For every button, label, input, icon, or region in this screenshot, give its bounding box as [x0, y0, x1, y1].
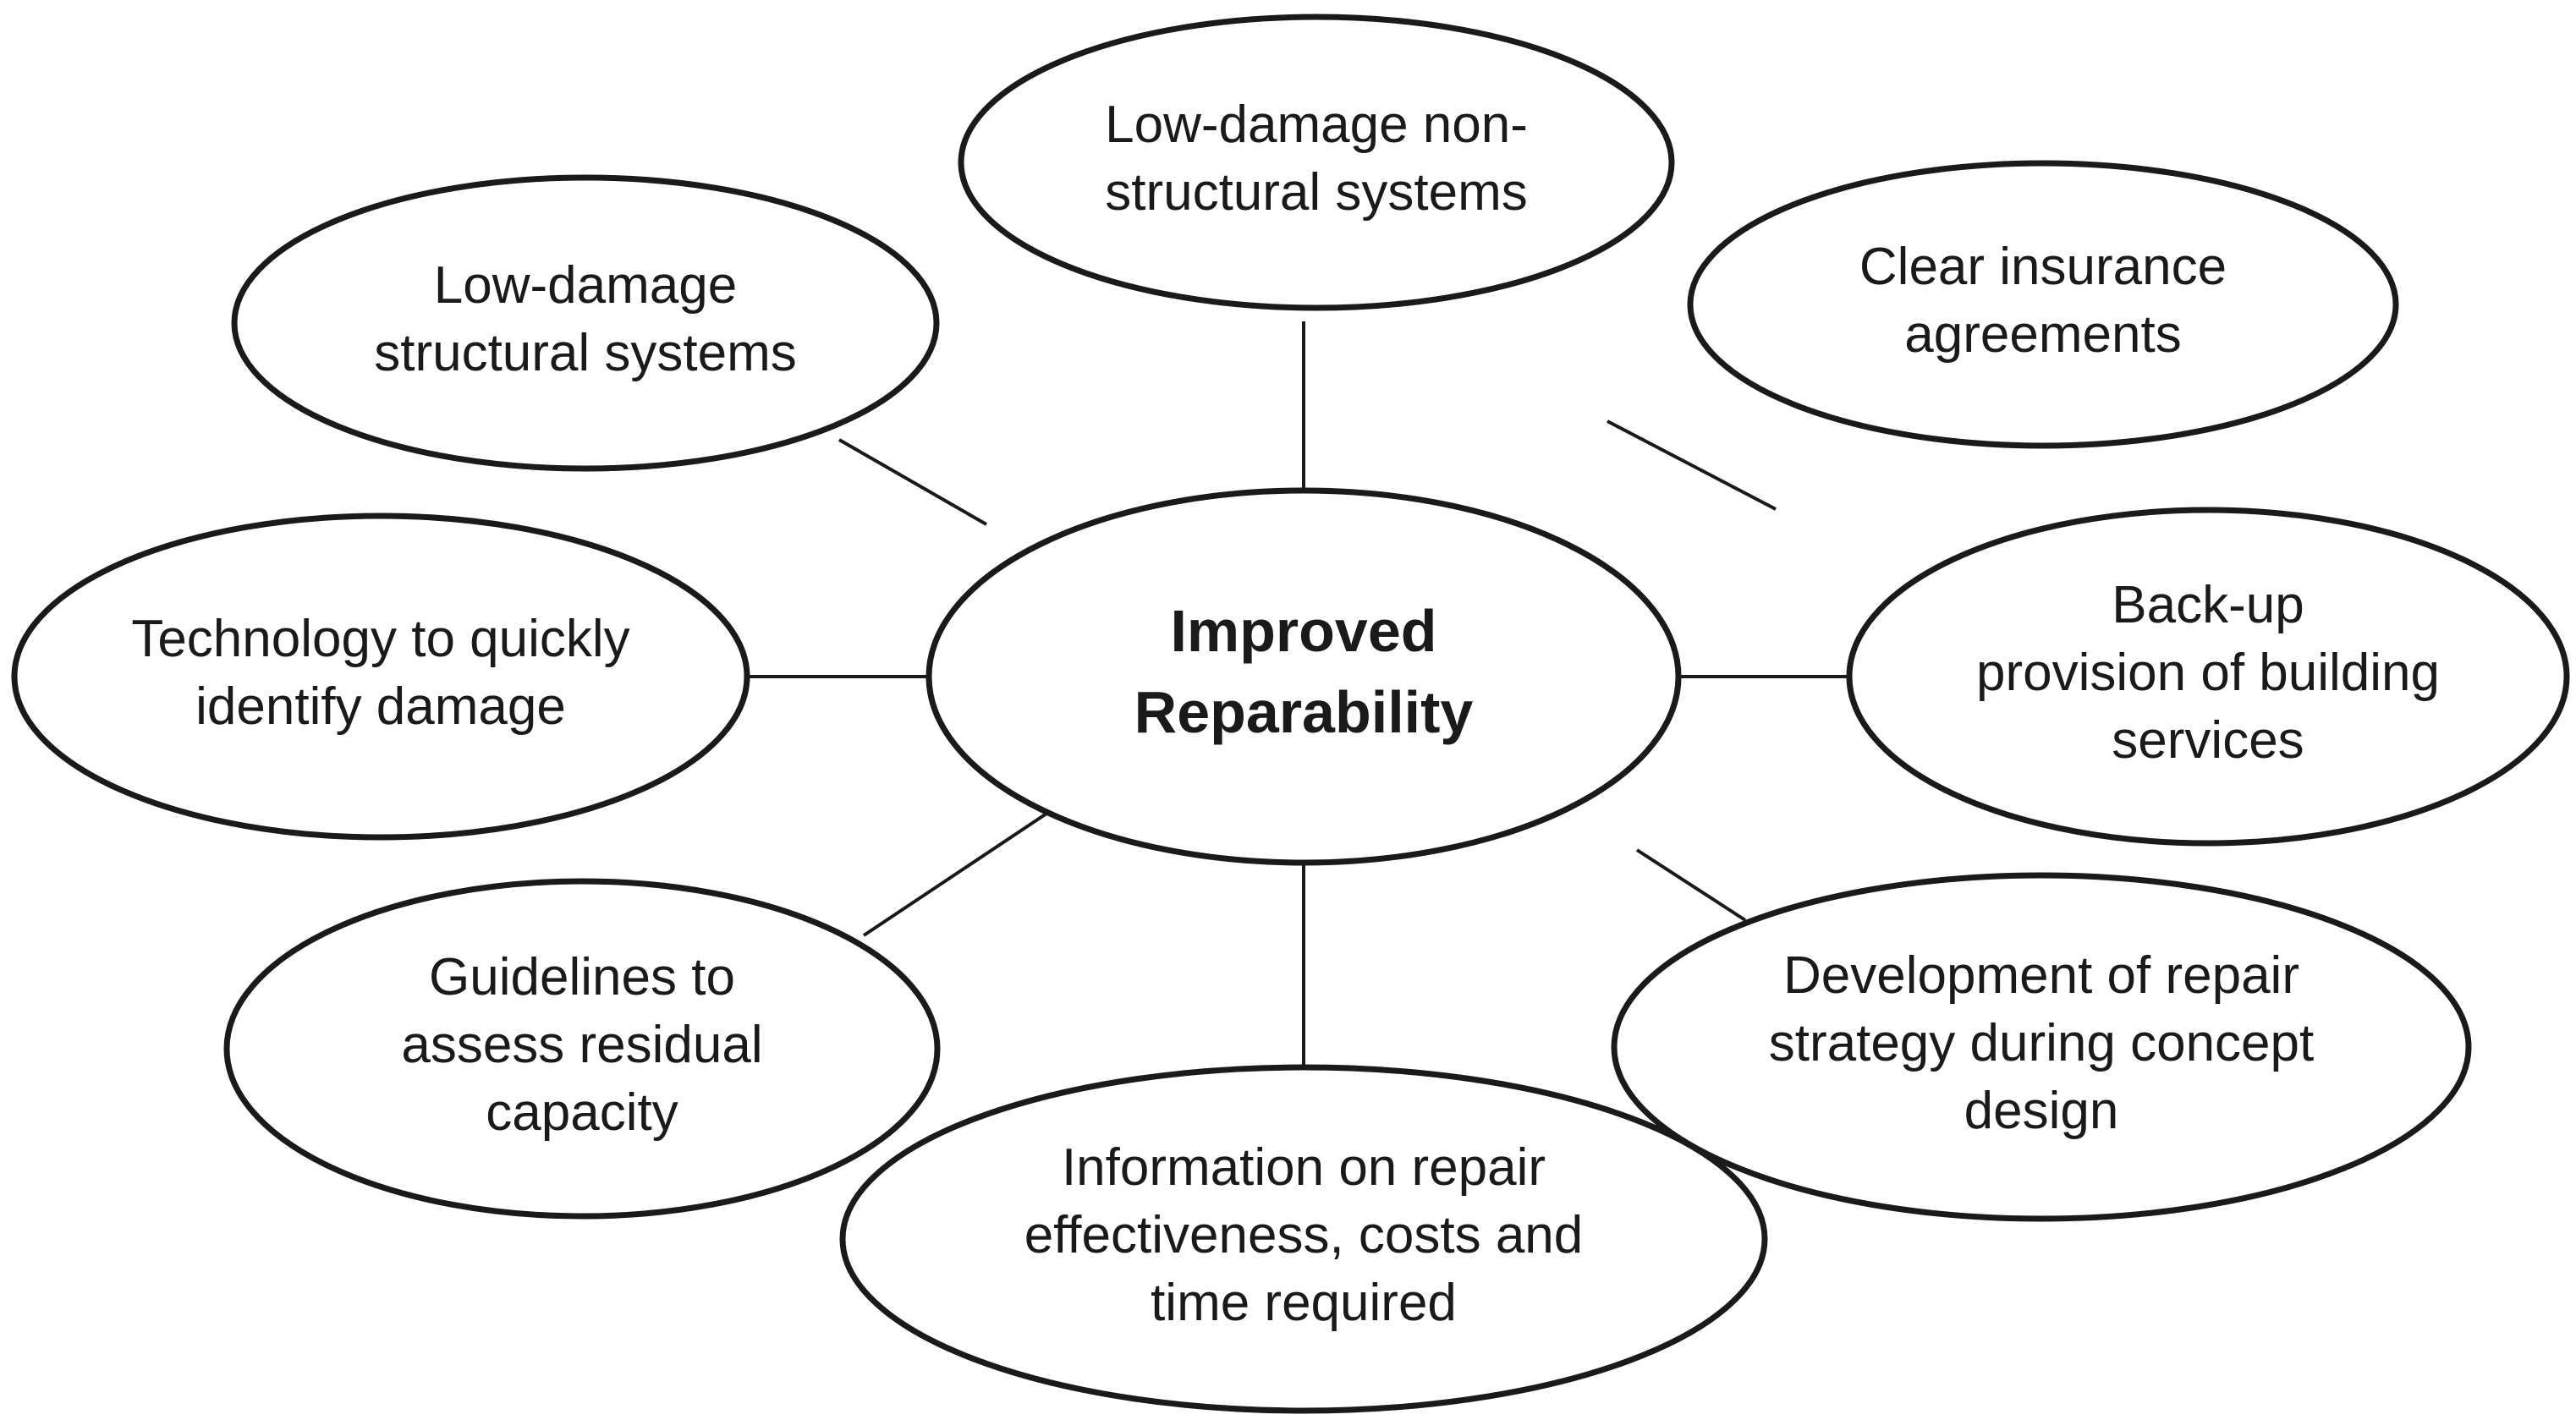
node-ellipse-guidelines-to-assess-residual-capacity [223, 878, 941, 1220]
connector-center-to-top-left [838, 438, 987, 526]
node-ellipse-low-damage-structural-systems [231, 174, 940, 472]
node-ellipse-improved-reparability [925, 487, 1682, 866]
node-low-damage-non-structural-systems[interactable]: Low-damage non-structural systems [958, 14, 1675, 311]
node-label-low-damage-non-structural-systems: Low-damage non-structural systems [1105, 96, 1528, 222]
node-ellipse-back-up-provision-of-building-services [1846, 507, 2570, 847]
connector-center-to-top-right [1607, 419, 1777, 511]
node-ellipse-development-of-repair-strategy-during-concept-design [1611, 872, 2472, 1222]
node-ellipse-technology-to-quickly-identify-damage [11, 513, 750, 841]
node-ellipse-clear-insurance-agreements [1687, 160, 2399, 449]
node-ellipse-low-damage-non-structural-systems [958, 14, 1675, 311]
node-ellipse-information-on-repair-effectiveness-costs-and-time-required [839, 1064, 1768, 1414]
connector-center-to-bottom-right [1635, 848, 1747, 922]
connector-center-to-bottom-left [862, 812, 1048, 937]
connector-lines [747, 321, 1851, 1067]
